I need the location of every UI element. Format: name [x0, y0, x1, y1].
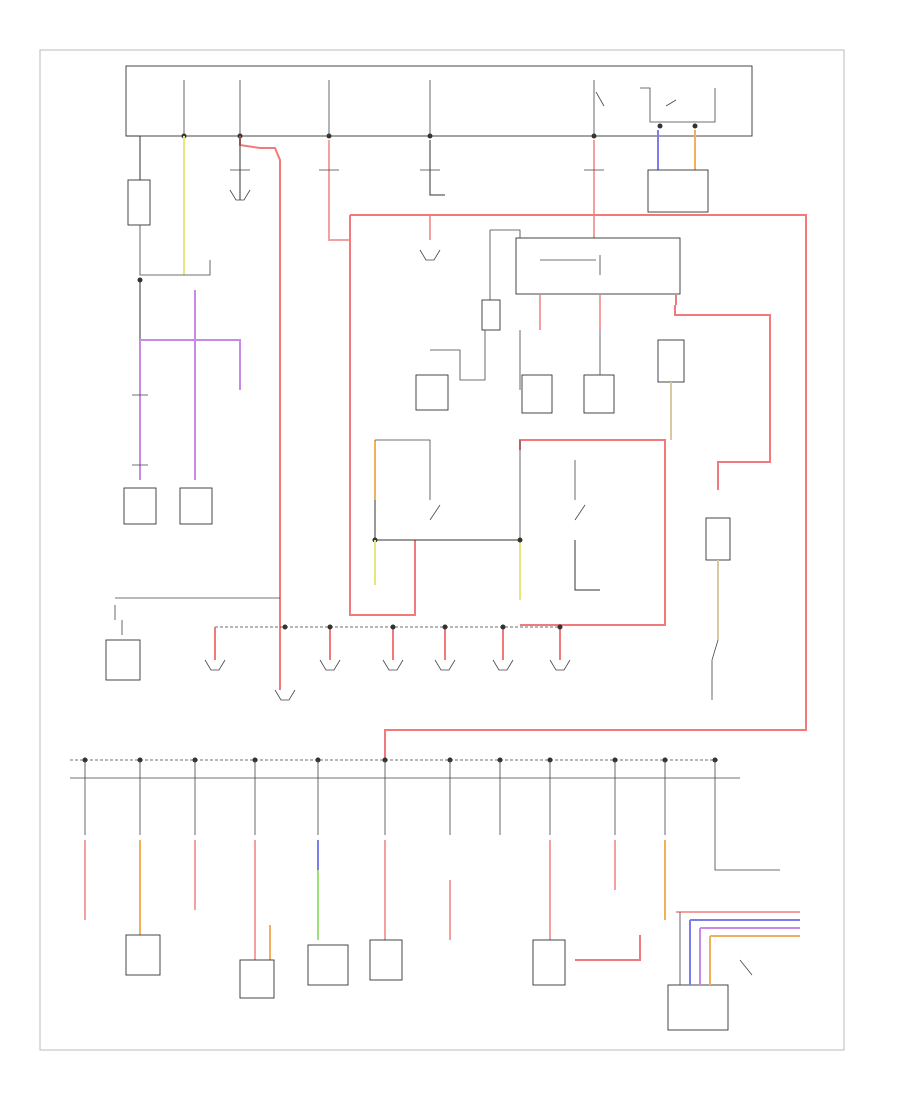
lower-fuse-bus [70, 757, 740, 779]
mid-fuse-bus [214, 624, 563, 660]
diagram-frame [39, 49, 845, 1051]
lower-components [125, 911, 800, 1031]
connector-ticks [204, 169, 604, 701]
lower-branches [84, 760, 780, 960]
left-small-box [105, 597, 280, 681]
battery-branch [123, 135, 241, 525]
main-power-loop [349, 214, 807, 760]
top-fuse-box [125, 65, 753, 139]
central-control-unit [415, 229, 685, 440]
top-fuse-taps [239, 130, 709, 690]
relay-section [372, 439, 600, 600]
right-relay [705, 517, 731, 700]
